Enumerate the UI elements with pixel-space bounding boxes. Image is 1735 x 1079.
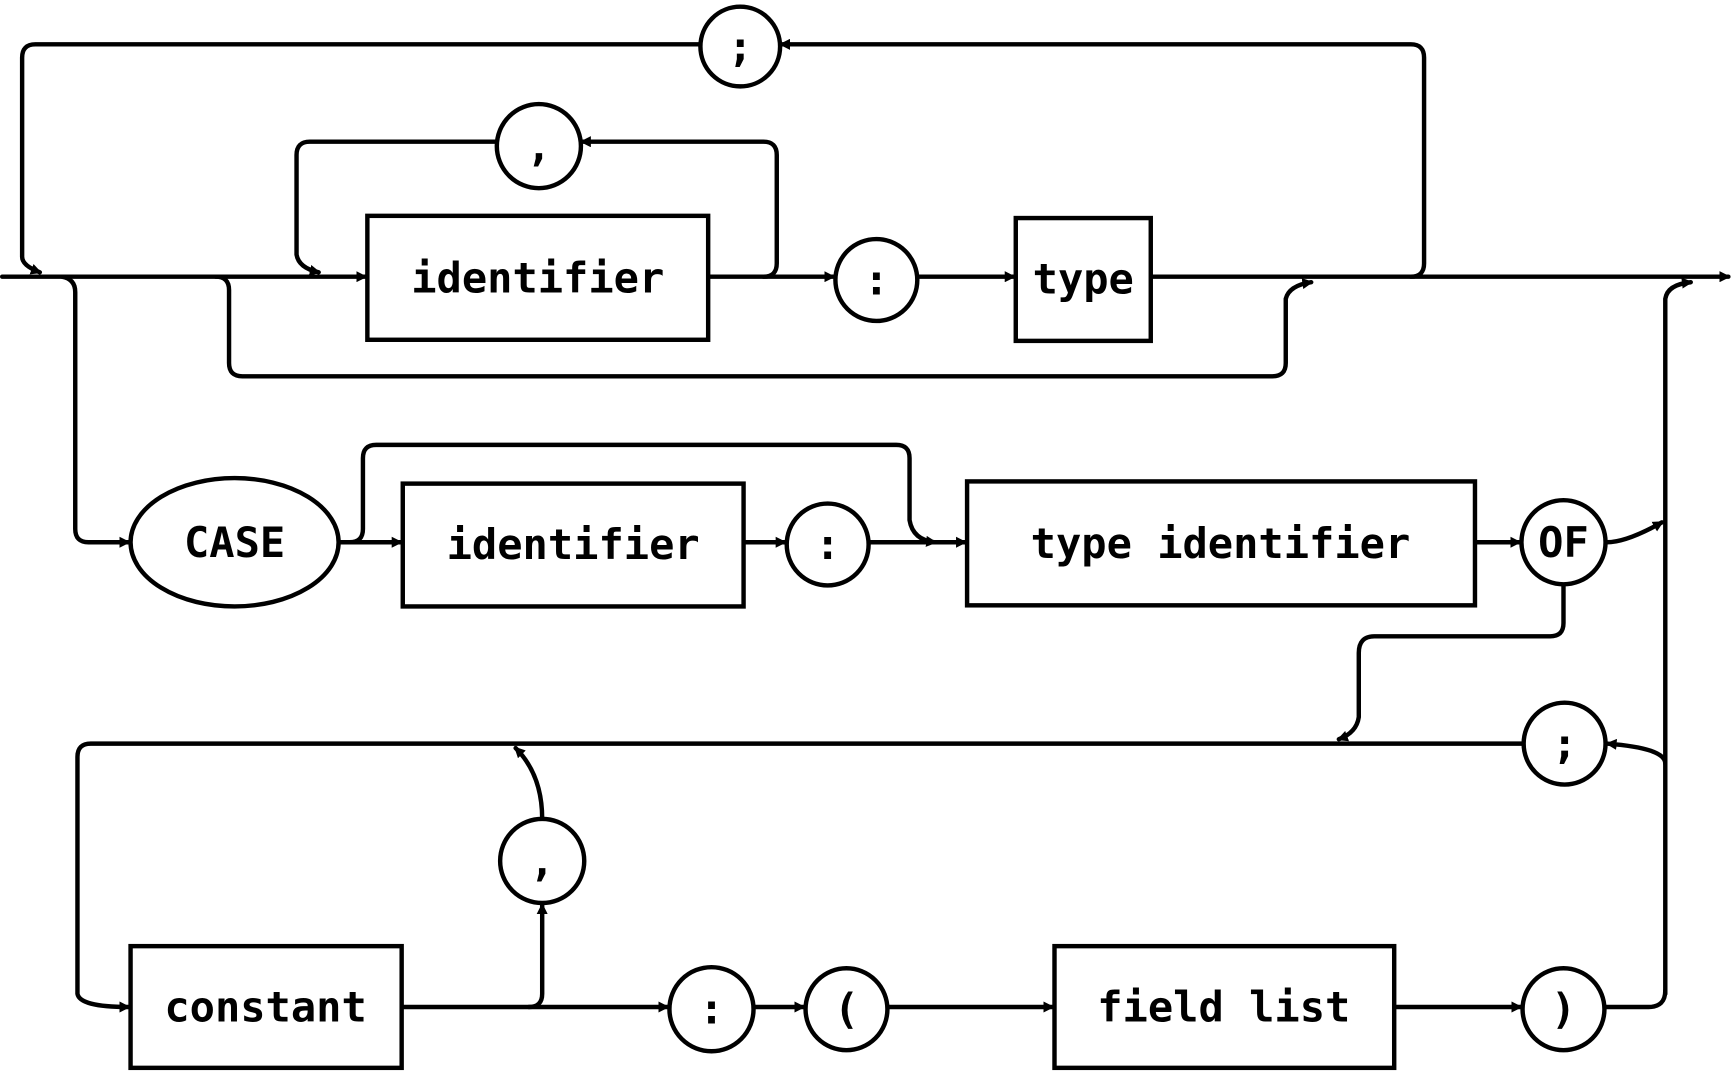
identifier-label: identifier — [447, 520, 700, 569]
comma-terminal-bottom: , — [497, 816, 587, 906]
colon-label: : — [815, 520, 840, 569]
type-identifier-label: type identifier — [1031, 519, 1411, 568]
identifier-box-top: identifier — [365, 213, 711, 342]
of-terminal: OF — [1519, 498, 1608, 587]
comma-terminal-top: , — [494, 101, 584, 191]
semicolon-label: ; — [1552, 719, 1577, 768]
constant-label: constant — [164, 982, 366, 1031]
semicolon-terminal-top: ; — [698, 4, 783, 89]
comma-label: , — [526, 122, 551, 171]
case-terminal: CASE — [128, 475, 341, 609]
comma-label: , — [530, 836, 555, 885]
field-list-box: field list — [1052, 943, 1397, 1071]
field-list-label: field list — [1097, 982, 1350, 1031]
identifier-label: identifier — [411, 253, 664, 302]
open-paren-terminal: ( — [803, 966, 890, 1053]
close-paren-terminal: ) — [1520, 966, 1607, 1053]
colon-label: : — [699, 985, 724, 1034]
colon-terminal-top: : — [833, 236, 920, 324]
semicolon-label: ; — [728, 22, 753, 71]
identifier-box-middle: identifier — [400, 481, 746, 609]
type-box: type — [1013, 215, 1153, 344]
colon-terminal-middle: : — [784, 501, 871, 588]
case-label: CASE — [184, 518, 285, 567]
constant-box: constant — [128, 943, 404, 1071]
semicolon-terminal-bottom: ; — [1521, 700, 1608, 787]
type-identifier-box: type identifier — [964, 479, 1478, 608]
open-paren-label: ( — [834, 985, 859, 1034]
of-label: OF — [1538, 518, 1589, 567]
type-label: type — [1033, 254, 1134, 303]
colon-terminal-bottom: : — [667, 964, 756, 1054]
colon-label: : — [864, 256, 889, 305]
connectors — [0, 38, 1731, 1013]
close-paren-label: ) — [1551, 985, 1576, 1034]
